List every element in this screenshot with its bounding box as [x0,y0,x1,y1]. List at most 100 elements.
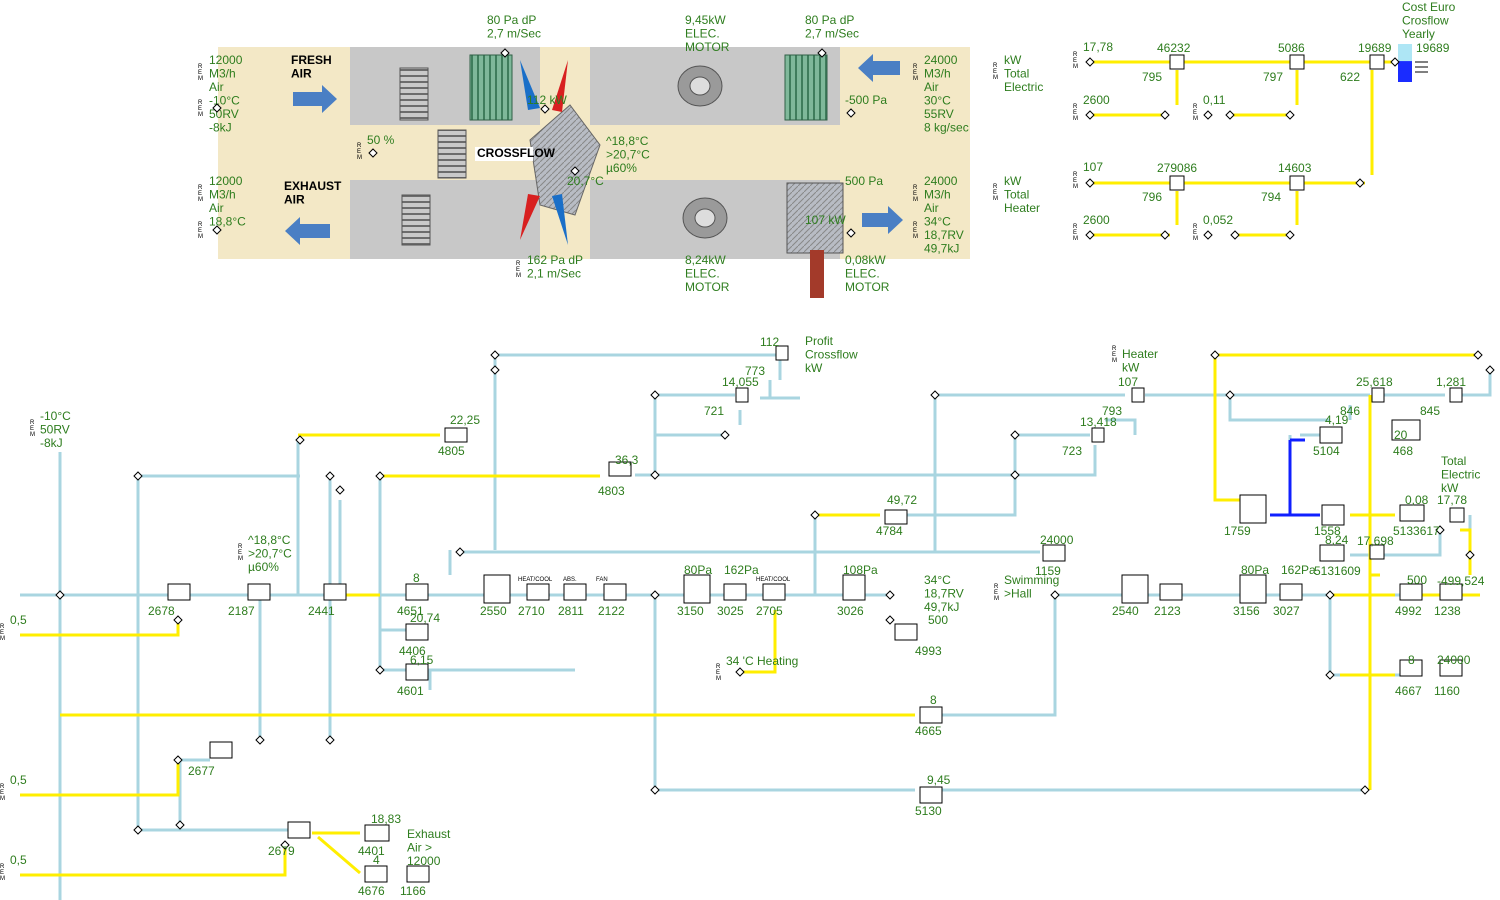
junction-node[interactable] [1355,178,1365,188]
junction-node[interactable] [1010,430,1020,440]
junction-node[interactable] [650,470,660,480]
cost-sum-1[interactable] [1369,54,1385,70]
sum-block-te2[interactable] [1369,544,1385,560]
junction-node[interactable] [846,108,856,118]
m3h-block-1[interactable] [1042,544,1066,562]
fan-block-1[interactable] [603,583,627,601]
kgs-block-1[interactable] [405,583,429,601]
cost-multiply-2[interactable] [1289,54,1305,70]
junction-node[interactable] [1230,230,1240,240]
gkg-block[interactable] [405,663,429,681]
resistance-block-1[interactable] [683,574,711,604]
junction-node[interactable] [885,590,895,600]
junction-node[interactable] [500,48,510,58]
junction-node[interactable] [375,471,385,481]
junction-node[interactable] [1085,57,1095,67]
junction-node[interactable] [846,228,856,238]
junction-node[interactable] [1325,590,1335,600]
kgs-block-2[interactable] [919,706,943,724]
junction-node[interactable] [295,435,305,445]
m3h-block-3[interactable] [406,865,430,883]
abs-value-block[interactable] [563,583,587,601]
control-block-3[interactable] [209,741,233,759]
filter-block-2[interactable] [842,574,866,601]
flow-block-3[interactable] [1239,494,1267,524]
profit-multiply[interactable] [775,345,789,361]
rj-kg-block-2[interactable] [608,461,632,477]
junction-node[interactable] [1465,550,1475,560]
heat-value-block-2[interactable] [762,583,786,601]
junction-node[interactable] [212,103,222,113]
resistance-block-2[interactable] [1239,574,1267,604]
junction-node[interactable] [570,166,580,176]
junction-node[interactable] [1325,670,1335,680]
junction-node[interactable] [1485,365,1495,375]
junction-node[interactable] [133,471,143,481]
junction-node[interactable] [1085,110,1095,120]
junction-node[interactable] [540,104,550,114]
control-block-4[interactable] [287,821,311,839]
profit-minus[interactable] [735,387,749,403]
celsius-block-2[interactable] [364,824,390,842]
junction-node[interactable] [325,471,335,481]
junction-node[interactable] [173,615,183,625]
cost-multiply-1[interactable] [1169,54,1185,70]
junction-node[interactable] [930,390,940,400]
rj-kg-block-3[interactable] [884,509,908,525]
junction-node[interactable] [1225,110,1235,120]
pump-block[interactable] [1321,504,1345,526]
junction-node[interactable] [455,547,465,557]
filter-block-3[interactable] [1279,583,1303,601]
sum-block-te[interactable] [1449,507,1465,523]
junction-node[interactable] [1160,110,1170,120]
junction-node[interactable] [490,365,500,375]
junction-node[interactable] [1085,178,1095,188]
junction-node[interactable] [325,735,335,745]
junction-node[interactable] [817,48,827,58]
junction-node[interactable] [810,510,820,520]
junction-node[interactable] [368,148,378,158]
kjkg-block[interactable] [1319,426,1343,444]
junction-node[interactable] [1435,525,1445,535]
pa-block-1[interactable] [894,623,918,641]
motor-block-1[interactable] [919,786,943,804]
celsius-block-1[interactable] [405,623,429,641]
m3h-block-2[interactable] [1439,659,1463,677]
heater-minus[interactable] [1091,427,1105,443]
junction-node[interactable] [175,820,185,830]
motor-block-2[interactable] [1399,504,1425,522]
junction-node[interactable] [735,667,745,677]
junction-node[interactable] [133,825,143,835]
junction-node[interactable] [1160,230,1170,240]
junction-node[interactable] [650,785,660,795]
junction-node[interactable] [1010,470,1020,480]
gai-block[interactable] [1439,583,1463,601]
wtw-block[interactable] [323,583,347,601]
control-block-2[interactable] [247,583,271,601]
heat-value-block-1[interactable] [526,583,550,601]
junction-node[interactable] [335,485,345,495]
heater-multiply[interactable] [1131,387,1145,403]
v1281-block[interactable] [1449,387,1463,403]
flow-block-1[interactable] [483,574,511,604]
junction-node[interactable] [650,390,660,400]
junction-node[interactable] [1390,57,1400,67]
kgs-block-3[interactable] [1399,659,1423,677]
junction-node[interactable] [1473,350,1483,360]
junction-node[interactable] [1085,230,1095,240]
junction-node[interactable] [490,350,500,360]
junction-node[interactable] [173,755,183,765]
junction-node[interactable] [885,615,895,625]
junction-node[interactable] [280,840,290,850]
cost-multiply-3[interactable] [1169,175,1185,191]
junction-node[interactable] [1360,785,1370,795]
v25-block[interactable] [1371,387,1385,403]
rj-kg-block-1[interactable] [444,427,468,443]
fan-block-2[interactable] [1159,583,1183,601]
junction-node[interactable] [720,430,730,440]
junction-node[interactable] [1203,110,1213,120]
filter-block-1[interactable] [723,583,747,601]
junction-node[interactable] [1285,230,1295,240]
kgs-block-4[interactable] [364,865,388,883]
junction-node[interactable] [1225,390,1235,400]
